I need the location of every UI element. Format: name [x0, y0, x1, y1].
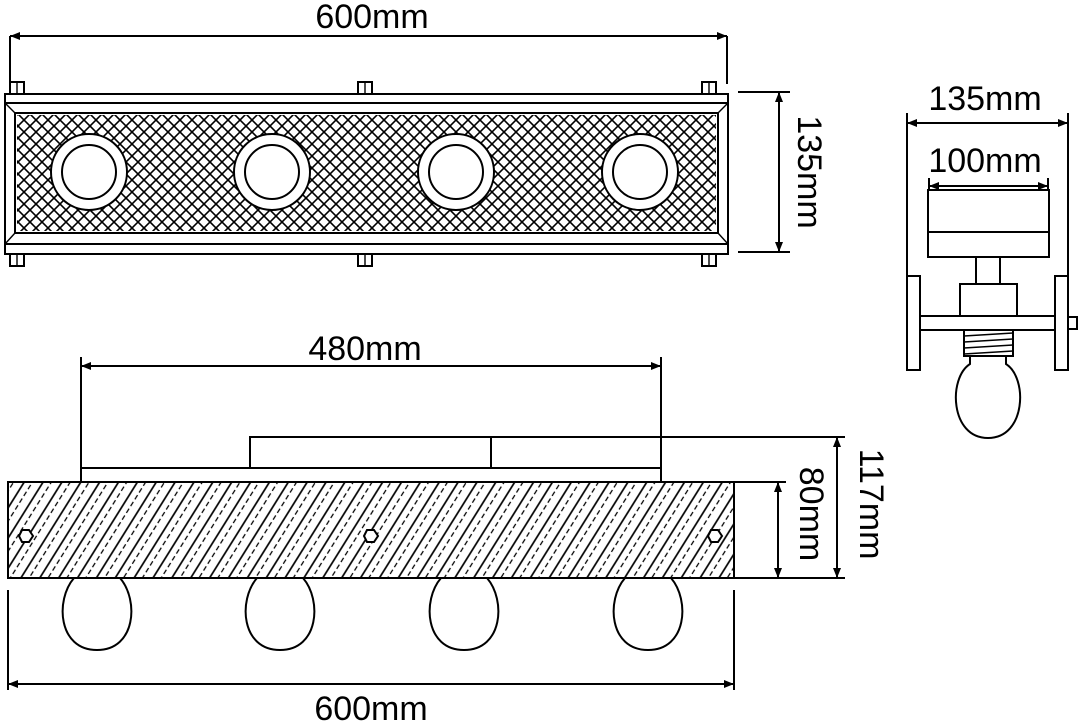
front-view: 480mm 600mm 80mm 117mm — [7, 330, 890, 724]
front-mount-label: 480mm — [308, 330, 421, 368]
side-mount-plate — [927, 189, 1050, 258]
top-frame-bevel — [717, 102, 729, 114]
front-mount-plate — [249, 436, 492, 469]
top-height-label: 135mm — [790, 115, 828, 228]
side-bolt — [1067, 316, 1078, 330]
side-socket-thread — [963, 329, 1014, 357]
top-lamp-holder — [50, 133, 128, 211]
side-frame-right — [1054, 275, 1069, 371]
top-bolt — [701, 253, 717, 267]
top-bolt — [9, 253, 25, 267]
top-lamp-holder — [417, 133, 495, 211]
top-frame-bevel — [4, 102, 16, 114]
side-view: 135mm 100mm — [906, 80, 1078, 440]
top-bolt — [357, 81, 373, 95]
top-lamp-holder — [233, 133, 311, 211]
front-width-label: 600mm — [314, 690, 427, 724]
front-body-height-label: 80mm — [792, 467, 830, 561]
front-mount-bar — [80, 467, 662, 483]
side-width-label: 135mm — [928, 80, 1041, 118]
top-mesh-panel — [17, 115, 716, 231]
top-bolt — [701, 81, 717, 95]
side-stem — [975, 256, 1001, 285]
side-inner-label: 100mm — [928, 142, 1041, 180]
front-hex-bolt — [362, 529, 380, 543]
top-bolt — [357, 253, 373, 267]
top-lamp-holder — [601, 133, 679, 211]
front-bulb — [61, 577, 133, 652]
side-socket — [959, 283, 1018, 317]
side-frame-left — [906, 275, 921, 371]
front-total-height-label: 117mm — [852, 449, 890, 560]
top-frame-bevel — [4, 232, 16, 245]
front-bulb — [244, 577, 316, 652]
front-hex-bolt — [706, 529, 724, 543]
top-width-label: 600mm — [315, 0, 428, 36]
front-bulb — [428, 577, 500, 652]
front-bulb — [612, 577, 684, 652]
top-view: 600mm 135mm — [4, 0, 828, 267]
top-bolt — [9, 81, 25, 95]
front-hex-bolt — [17, 529, 35, 543]
top-frame-bevel — [717, 232, 729, 245]
top-inner-frame — [14, 112, 719, 234]
side-crossbar — [919, 315, 1056, 331]
side-bulb — [954, 355, 1022, 440]
